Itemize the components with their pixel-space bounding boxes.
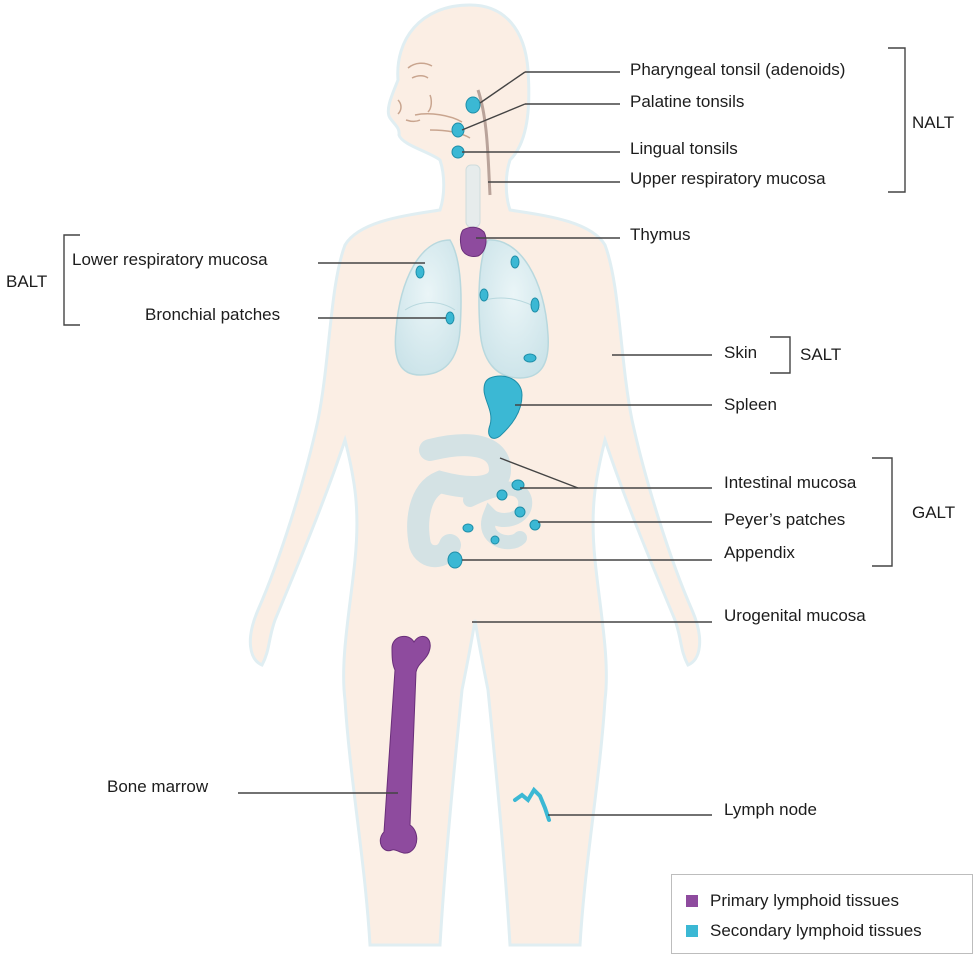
- peyers-patch-mark: [515, 507, 525, 517]
- label-upper-respiratory-mucosa: Upper respiratory mucosa: [630, 169, 826, 189]
- lung-patch-mark: [480, 289, 488, 301]
- label-lingual-tonsils: Lingual tonsils: [630, 139, 738, 159]
- intestinal-patch-mark: [497, 490, 507, 500]
- bronchial-patch-mark: [446, 312, 454, 324]
- appendix-mark: [448, 552, 462, 568]
- label-intestinal-mucosa: Intestinal mucosa: [724, 473, 856, 493]
- secondary-swatch-icon: [686, 925, 698, 937]
- lung-patch-mark: [531, 298, 539, 312]
- label-skin: Skin: [724, 343, 757, 363]
- label-bone-marrow: Bone marrow: [107, 777, 208, 797]
- label-appendix: Appendix: [724, 543, 795, 563]
- primary-swatch-icon: [686, 895, 698, 907]
- legend-label-secondary: Secondary lymphoid tissues: [710, 921, 922, 941]
- label-palatine-tonsils: Palatine tonsils: [630, 92, 744, 112]
- group-label-salt: SALT: [800, 345, 841, 365]
- lung-patch-mark: [416, 266, 424, 278]
- legend-item-secondary: Secondary lymphoid tissues: [686, 921, 922, 941]
- label-lymph-node: Lymph node: [724, 800, 817, 820]
- label-spleen: Spleen: [724, 395, 777, 415]
- thymus: [460, 227, 486, 256]
- nalt-bracket: [888, 48, 905, 192]
- galt-bracket: [872, 458, 892, 566]
- balt-bracket: [64, 235, 80, 325]
- salt-bracket: [770, 337, 790, 373]
- legend-label-primary: Primary lymphoid tissues: [710, 891, 899, 911]
- peyers-patch-mark: [491, 536, 499, 544]
- lung-patch-mark: [524, 354, 536, 362]
- label-bronchial-patches: Bronchial patches: [145, 305, 280, 325]
- legend: Primary lymphoid tissues Secondary lymph…: [671, 874, 973, 954]
- label-peyers-patches: Peyer’s patches: [724, 510, 845, 530]
- label-lower-respiratory-mucosa: Lower respiratory mucosa: [72, 250, 268, 270]
- label-pharyngeal-tonsil: Pharyngeal tonsil (adenoids): [630, 60, 845, 80]
- group-label-galt: GALT: [912, 503, 955, 523]
- label-urogenital-mucosa: Urogenital mucosa: [724, 606, 866, 626]
- peyers-patch-mark: [463, 524, 473, 532]
- group-label-nalt: NALT: [912, 113, 954, 133]
- lung-patch-mark: [511, 256, 519, 268]
- legend-item-primary: Primary lymphoid tissues: [686, 891, 899, 911]
- pharyngeal-tonsil-mark: [466, 97, 480, 113]
- group-label-balt: BALT: [6, 272, 47, 292]
- label-thymus: Thymus: [630, 225, 690, 245]
